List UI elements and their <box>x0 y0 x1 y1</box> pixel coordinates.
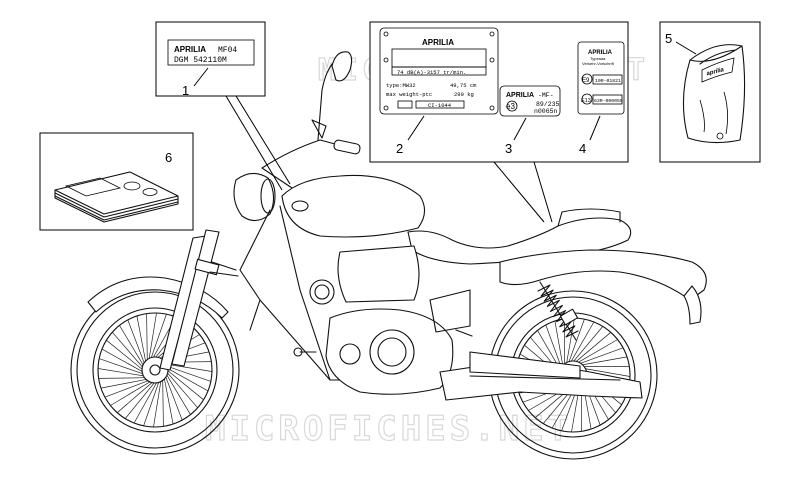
wheel-spoke <box>110 380 152 406</box>
plate3-brand: APRILIA <box>506 92 534 99</box>
homologation-plate-2: APRILIA 74 dB(A)-3157 tr/min. type:MW32 … <box>379 27 499 115</box>
plate3-mark: e3 <box>506 102 515 111</box>
leader-3 <box>513 117 527 141</box>
plate2-brand: APRILIA <box>422 38 454 47</box>
plate2-weight-value: 290 kg <box>454 91 474 98</box>
wheel-spoke <box>568 318 585 363</box>
callout-number-3: 3 <box>505 141 512 156</box>
wheel-spoke <box>166 371 198 409</box>
wheel-spoke <box>98 377 146 379</box>
rear-shock <box>537 281 579 341</box>
wheel-spoke <box>584 368 631 377</box>
wheel-spoke <box>165 375 183 421</box>
plate3-line2: n0065n <box>534 108 558 115</box>
approval-plate-4: APRILIA Typeaaa Verkehr-Vorschrift E9 10… <box>577 41 625 115</box>
plate4-line2: Verkehr-Vorschrift <box>582 61 615 66</box>
plate4-code2: 63R-000055 <box>594 98 623 104</box>
callout-number-1: 1 <box>182 83 189 98</box>
leader-box-to-bike <box>493 161 553 223</box>
wheel-spoke <box>554 320 564 367</box>
wheel-spoke <box>146 313 148 361</box>
front-wheel <box>70 285 240 455</box>
wheel-spoke <box>165 373 191 415</box>
handlebar <box>261 139 351 191</box>
bag-brand: aprilia <box>706 67 725 77</box>
plate1-brand: APRILIA <box>174 45 206 54</box>
plate2-homologation: CI-1044 <box>428 102 452 109</box>
leader-5 <box>675 41 697 55</box>
wheel-spoke <box>150 313 167 359</box>
wheel-spoke <box>101 348 144 373</box>
plate2-weight-label: max weight-ptc <box>386 91 432 98</box>
wheel-spoke <box>577 339 618 364</box>
callout-number-5: 5 <box>665 31 672 46</box>
leader-lines <box>193 41 697 223</box>
fuel-tank <box>281 174 426 238</box>
mirror <box>331 51 353 82</box>
wheel-spoke <box>581 356 628 366</box>
wheel-spoke <box>575 332 612 363</box>
wheel-spoke <box>566 317 575 364</box>
plate2-type-value: 49,75 cm <box>450 82 477 89</box>
leader-1 <box>193 67 291 191</box>
manual-booklet-icon <box>54 171 179 223</box>
wheel-spoke <box>104 380 150 398</box>
wheel-spoke <box>572 326 604 363</box>
rear-fender <box>499 249 707 301</box>
callout-number-2: 2 <box>396 141 403 156</box>
wheel-spoke <box>153 380 162 428</box>
wheel-spoke <box>570 321 595 363</box>
wheel-spoke <box>116 381 154 413</box>
motorcycle-illustration <box>70 51 707 460</box>
wheel-spoke <box>166 365 212 382</box>
plate2-type-label: type:MW32 <box>386 82 416 89</box>
swingarm <box>469 351 581 379</box>
wheel-spoke <box>112 331 144 369</box>
wheel-spoke <box>166 369 204 401</box>
wheel-spoke <box>119 325 145 367</box>
wheel-spoke <box>127 319 145 365</box>
leader-2 <box>407 115 425 141</box>
wheel-spoke <box>100 378 148 389</box>
plate3-suffix: -MF- <box>538 92 554 99</box>
wheel-spoke <box>133 381 158 424</box>
side-cover <box>337 245 420 303</box>
callout-number-4: 4 <box>579 141 586 156</box>
document-bag-icon: aprilia <box>682 44 746 144</box>
callout-box-6: 6 <box>39 132 194 231</box>
callout-box-5: 5 aprilia <box>659 21 761 163</box>
wheel-spoke <box>148 312 157 360</box>
wheel-spoke <box>97 368 145 377</box>
callout-number-6: 6 <box>165 150 172 165</box>
frame-plate-1: APRILIA MF04 DGM 542110M <box>167 39 255 66</box>
wheel-spoke <box>143 381 160 427</box>
callout-box-2-3-4: APRILIA 74 dB(A)-3157 tr/min. type:MW32 … <box>369 21 629 163</box>
wheel-spoke <box>165 363 213 372</box>
plate4-code1: 10R-01821 <box>595 78 621 84</box>
plate2-noise: 74 dB(A)-3157 tr/min. <box>397 69 466 76</box>
plate1-model: MF04 <box>218 46 237 55</box>
leader-4 <box>589 115 601 141</box>
wheel-spoke <box>162 379 164 427</box>
wheel-spoke <box>163 377 174 425</box>
plate4-brand: APRILIA <box>588 50 613 56</box>
plate1-code: DGM 542110M <box>174 56 227 65</box>
plate4-mark1: E9 <box>582 78 590 84</box>
wheel-spoke <box>545 324 563 369</box>
callout-box-1: APRILIA MF04 DGM 542110M 1 <box>155 21 266 98</box>
approval-plate-3: APRILIA -MF- e3 89/235 n0065n <box>499 85 561 117</box>
wheel-spoke <box>106 339 144 371</box>
wheel-spoke <box>166 367 209 392</box>
wheel-spoke <box>124 381 156 419</box>
plate4-line1: Typeaaa <box>590 56 606 61</box>
front-fork <box>159 235 207 371</box>
wheel-spoke <box>579 347 624 365</box>
watermark-bottom: MICROFICHES.NET <box>205 409 572 449</box>
plate4-mark2: E13 <box>581 98 591 104</box>
plate3-line1: 89/235 <box>536 101 560 108</box>
wheel-spoke <box>136 315 147 363</box>
wheel-spoke <box>98 358 144 375</box>
